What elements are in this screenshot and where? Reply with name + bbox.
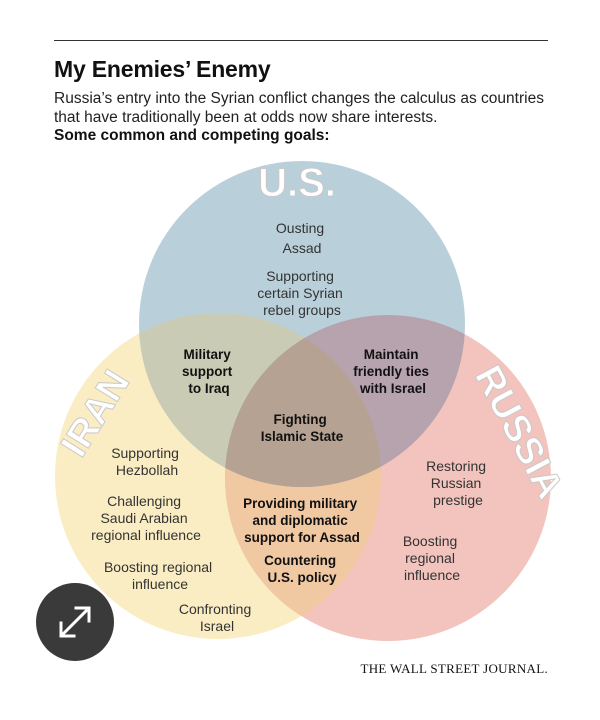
expand-arrows-icon	[59, 606, 91, 638]
goal-iran-boosting-influence: Boosting regional influence	[104, 559, 216, 592]
credit-wsj: THE WALL STREET JOURNAL.	[360, 661, 548, 676]
goal-support-for-assad: Providing military and diplomatic suppor…	[243, 496, 361, 545]
goal-restoring-prestige: Restoring Russian prestige	[426, 458, 490, 508]
subtitle: Russia’s entry into the Syrian conflict …	[54, 90, 544, 126]
goal-supporting-hezbollah: Supporting Hezbollah	[111, 445, 183, 478]
goal-countering-us-policy: Countering U.S. policy	[264, 553, 340, 585]
goal-confronting-israel: Confronting Israel	[179, 601, 255, 634]
goal-military-support-iraq: Military support to Iraq	[182, 347, 236, 396]
page-title: My Enemies’ Enemy	[54, 56, 271, 82]
goal-fighting-islamic-state: Fighting Islamic State	[261, 412, 344, 444]
center-overlap	[225, 315, 381, 487]
us-label: U.S.	[258, 161, 336, 205]
top-rule	[54, 40, 548, 41]
goal-ousting-assad: Ousting Assad	[276, 220, 328, 256]
goal-russia-boosting-influence: Boosting regional influence	[403, 533, 461, 583]
goal-friendly-ties-israel: Maintain friendly ties with Israel	[353, 347, 433, 396]
expand-button[interactable]	[36, 583, 114, 661]
goal-challenging-saudi: Challenging Saudi Arabian regional influ…	[91, 493, 201, 543]
subtitle-bold: Some common and competing goals:	[54, 127, 330, 144]
goal-supporting-rebels: Supporting certain Syrian rebel groups	[257, 268, 346, 318]
